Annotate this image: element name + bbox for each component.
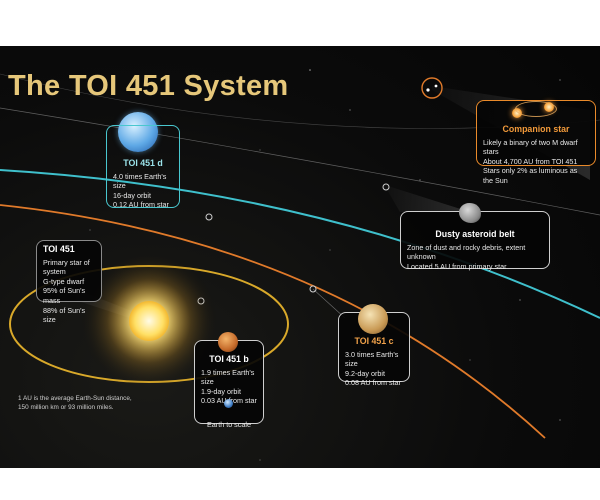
planet-d-icon xyxy=(118,112,158,152)
planet-c-icon xyxy=(358,304,388,334)
card-toi451-d: TOI 451 d 4.0 times Earth's size 16-day … xyxy=(106,125,180,210)
footnote-line: 150 million km or 93 million miles. xyxy=(18,403,114,411)
card-line: 9.2-day orbit xyxy=(345,368,385,378)
card-line: Likely a binary of two M dwarf stars xyxy=(483,137,578,157)
card-heading: TOI 451 b xyxy=(209,354,249,364)
dot-d xyxy=(205,213,213,221)
belt-orbit-line xyxy=(0,107,600,216)
card-line: Located 5 AU from primary star xyxy=(407,261,507,271)
card-line: G-type dwarf xyxy=(43,276,85,286)
card-line: 3.0 times Earth's size xyxy=(345,349,399,369)
card-line: 88% of Sun's size xyxy=(43,305,86,325)
card-heading: TOI 451 d xyxy=(123,158,163,168)
au-footnote: 1 AU is the average Earth-Sun distance, … xyxy=(18,395,132,412)
card-heading: TOI 451 c xyxy=(354,336,394,346)
card-line: Stars only 2% as luminous as the Sun xyxy=(483,166,578,185)
companion-marker xyxy=(421,77,443,99)
card-line: 0.08 AU from star xyxy=(345,378,401,388)
card-line: Zone of dust and rocky debris, extent un… xyxy=(407,242,526,262)
belt-callout-beam xyxy=(386,186,470,212)
asteroid-icon xyxy=(459,203,481,223)
card-line: 16-day orbit xyxy=(113,190,151,200)
dot-belt xyxy=(382,183,390,191)
orbit-d xyxy=(0,169,600,319)
planet-b-icon xyxy=(218,332,238,352)
earth-scale-label: Earth to scale xyxy=(207,419,251,429)
card-line: 4.0 times Earth's size xyxy=(113,171,167,191)
toi451-star xyxy=(129,301,169,341)
card-heading: Companion star xyxy=(502,124,570,134)
card-line: 1.9-day orbit xyxy=(201,386,241,396)
earth-icon xyxy=(224,399,233,408)
card-line: 1.9 times Earth's size xyxy=(201,367,255,387)
card-line: Primary star of system xyxy=(43,257,90,277)
footnote-line: 1 AU is the average Earth-Sun distance, xyxy=(18,395,132,402)
card-heading: TOI 451 xyxy=(43,244,75,254)
card-line: 0.12 AU from star xyxy=(113,200,169,210)
card-toi451: TOI 451 Primary star of system G-type dw… xyxy=(36,240,102,324)
card-toi451-b: TOI 451 b 1.9 times Earth's size 1.9-day… xyxy=(194,340,264,429)
page-title: The TOI 451 System xyxy=(8,70,289,102)
card-line: About 4,700 AU from TOI 451 xyxy=(483,156,578,166)
card-line: 95% of Sun's mass xyxy=(43,286,86,305)
orbit-c xyxy=(0,204,546,439)
binary-orbit xyxy=(515,101,557,117)
card-heading: Dusty asteroid belt xyxy=(435,229,515,239)
